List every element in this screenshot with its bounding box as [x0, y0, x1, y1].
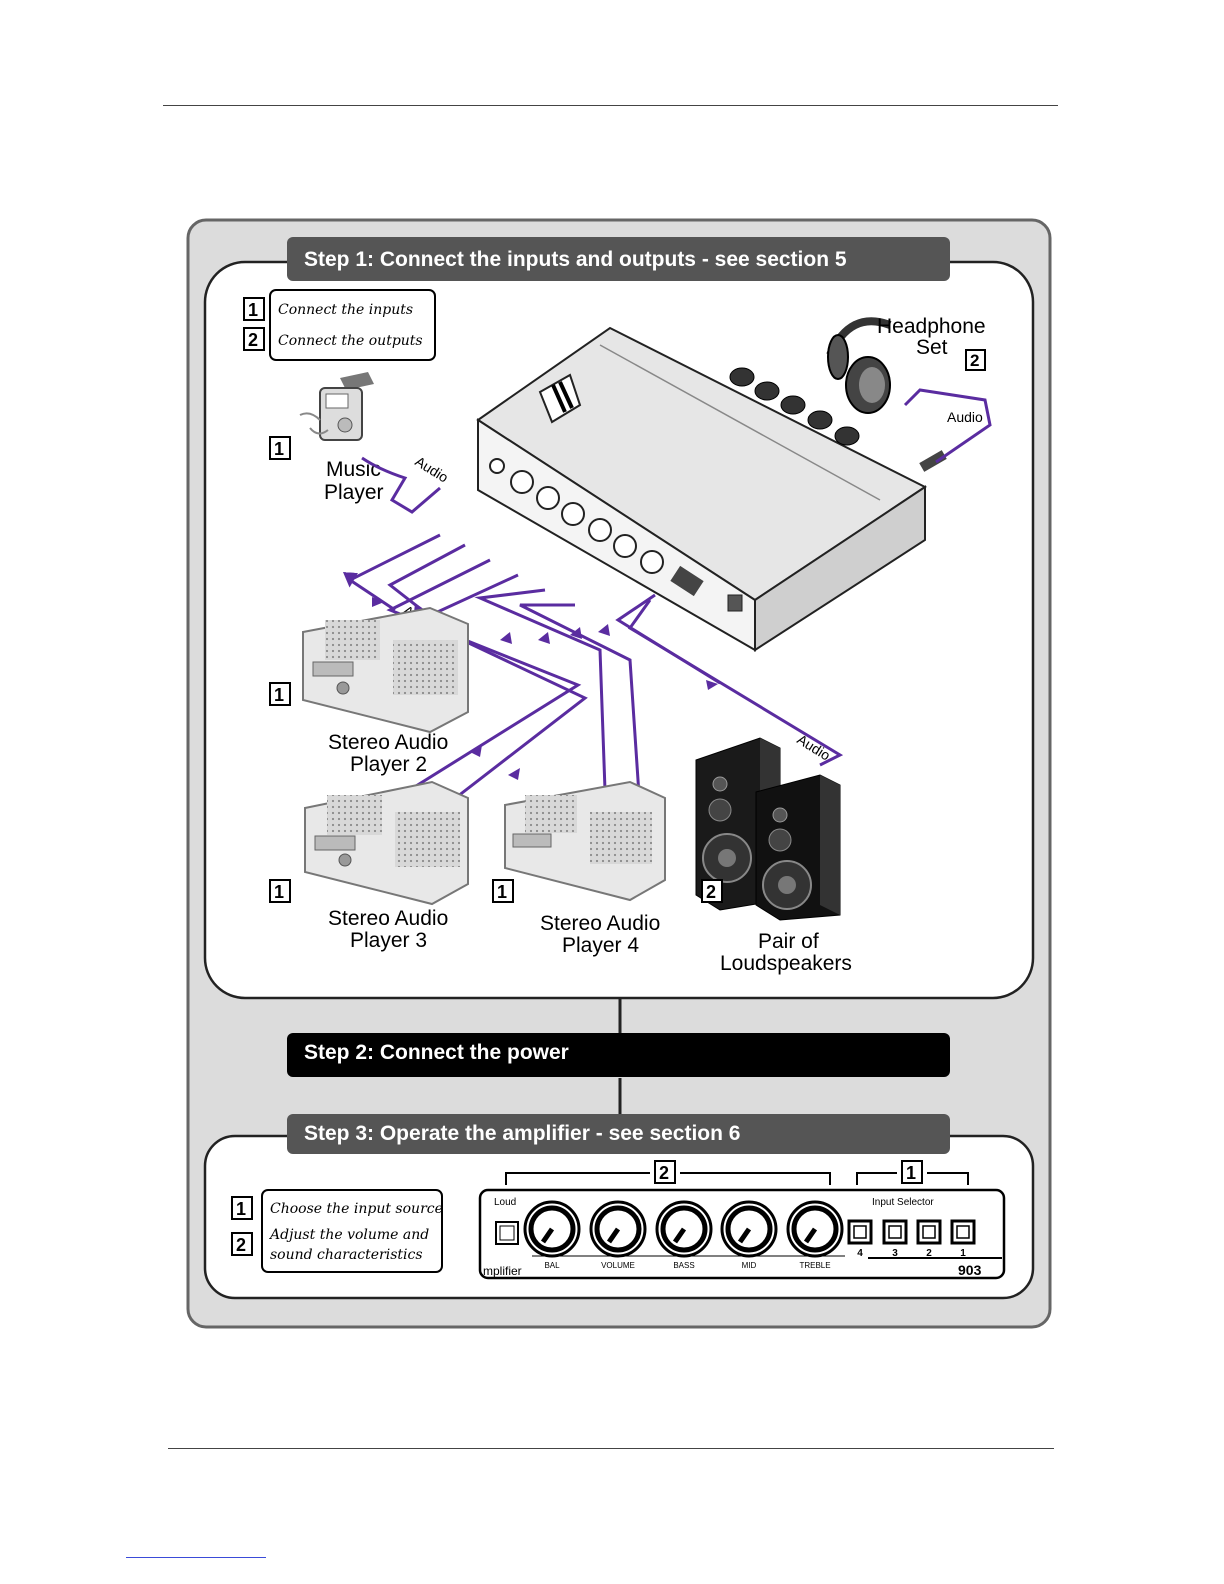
group-input-num: 1: [906, 1163, 916, 1183]
headphone-label-1: Headphone: [877, 315, 986, 338]
legend3-num-1: 1: [236, 1199, 246, 1219]
loud-button[interactable]: [495, 1221, 519, 1245]
input-button-inner-2: [922, 1225, 936, 1239]
step1-title: Step 1: Connect the inputs and outputs -…: [304, 248, 847, 271]
input-button-4[interactable]: [847, 1219, 873, 1245]
input-button-label-1: 1: [960, 1248, 966, 1259]
footer-link-underline: [126, 1557, 266, 1558]
input-button-inner-4: [853, 1225, 867, 1239]
loud-label: Loud: [494, 1197, 516, 1208]
input-button-label-4: 4: [857, 1248, 863, 1259]
step2-bar: Step 2: Connect the power: [287, 1033, 950, 1077]
input-button-2[interactable]: [916, 1219, 942, 1245]
music-player-label-2: Player: [324, 481, 384, 504]
speakers-label-1: Pair of: [758, 930, 819, 953]
rca-jacks: [489, 458, 664, 574]
stereo2-label-1: Stereo Audio: [328, 731, 448, 754]
knob-volume[interactable]: [589, 1200, 647, 1258]
speaker-terminal: [670, 565, 704, 597]
input-button-label-2: 2: [926, 1248, 932, 1259]
step3-title: Step 3: Operate the amplifier - see sect…: [304, 1122, 740, 1145]
headphone-label-2: Set: [916, 336, 948, 359]
audio-cables: [342, 388, 992, 812]
legend1-text-1: Connect the inputs: [278, 302, 413, 318]
legend1-text-2: Connect the outputs: [278, 333, 423, 349]
knob-label-treble: TREBLE: [799, 1261, 830, 1270]
speakers-label-2: Loudspeakers: [720, 952, 852, 975]
group-volume-num: 2: [659, 1163, 669, 1183]
music-player-label-1: Music: [326, 458, 381, 481]
model-number: 903: [958, 1262, 982, 1278]
stereo3-num: 1: [274, 882, 284, 902]
stereo4-label-1: Stereo Audio: [540, 912, 660, 935]
input-button-inner-3: [888, 1225, 902, 1239]
input-button-1[interactable]: [950, 1219, 976, 1245]
group-bracket-volume: 2: [505, 1160, 831, 1185]
knob-label-bass: BASS: [673, 1261, 694, 1270]
brand-text: mplifier: [483, 1264, 522, 1278]
legend3-text-2b: sound characteristics: [270, 1247, 423, 1263]
stereo3-label-2: Player 3: [350, 929, 427, 952]
speakers-num: 2: [706, 882, 716, 902]
stereo2-num: 1: [274, 685, 284, 705]
stereo-player-2: 1 Stereo Audio Player 2: [269, 606, 469, 776]
stereo-player-3: 1 Stereo Audio Player 3: [269, 780, 469, 952]
brand-logo: [538, 373, 582, 424]
legend1-num-1: 1: [248, 300, 258, 320]
group-bracket-input: 1: [856, 1160, 969, 1185]
loudspeakers: 2 Pair of Loudspeakers: [695, 737, 852, 975]
input-selector-label: Input Selector: [872, 1197, 934, 1208]
legend3-text-2a: Adjust the volume and: [268, 1227, 429, 1243]
footer-rule: [168, 1448, 1054, 1449]
step3-legend: 1 2 Choose the input source Adjust the v…: [231, 1189, 443, 1273]
step2-title: Step 2: Connect the power: [304, 1041, 569, 1064]
legend3-num-2: 2: [236, 1235, 246, 1255]
stereo3-label-1: Stereo Audio: [328, 907, 448, 930]
step3-bar: Step 3: Operate the amplifier - see sect…: [287, 1114, 950, 1154]
knob-label-mid: MID: [742, 1261, 757, 1270]
top-knobs: [729, 367, 860, 446]
knob-label-volume: VOLUME: [601, 1261, 635, 1270]
step1-bar: Step 1: Connect the inputs and outputs -…: [287, 237, 950, 281]
legend3-text-1: Choose the input source: [270, 1201, 443, 1217]
music-player-num: 1: [274, 439, 284, 459]
step1-legend: 1 2 Connect the inputs Connect the outpu…: [243, 289, 436, 361]
knob-label-bal: BAL: [544, 1261, 560, 1270]
knob-mid[interactable]: [720, 1200, 778, 1258]
stereo2-label-2: Player 2: [350, 753, 427, 776]
stereo4-num: 1: [497, 882, 507, 902]
music-player: 1 Music Player: [269, 372, 384, 504]
headphone-set: Headphone Set 2: [826, 315, 986, 472]
amplifier-unit: [476, 326, 927, 652]
input-button-3[interactable]: [882, 1219, 908, 1245]
knob-treble[interactable]: [786, 1200, 844, 1258]
knob-bal[interactable]: [523, 1200, 581, 1258]
input-button-inner-1: [956, 1225, 970, 1239]
headphone-num: 2: [970, 351, 979, 370]
cable-label-headphone: Audio: [947, 409, 983, 425]
stereo4-label-2: Player 4: [562, 934, 639, 957]
legend1-num-2: 2: [248, 330, 258, 350]
power-jack: [727, 594, 743, 612]
stereo-player-4: 1 Stereo Audio Player 4: [492, 780, 666, 957]
input-button-label-3: 3: [892, 1248, 898, 1259]
knob-bass[interactable]: [655, 1200, 713, 1258]
header-rule: [163, 105, 1058, 106]
